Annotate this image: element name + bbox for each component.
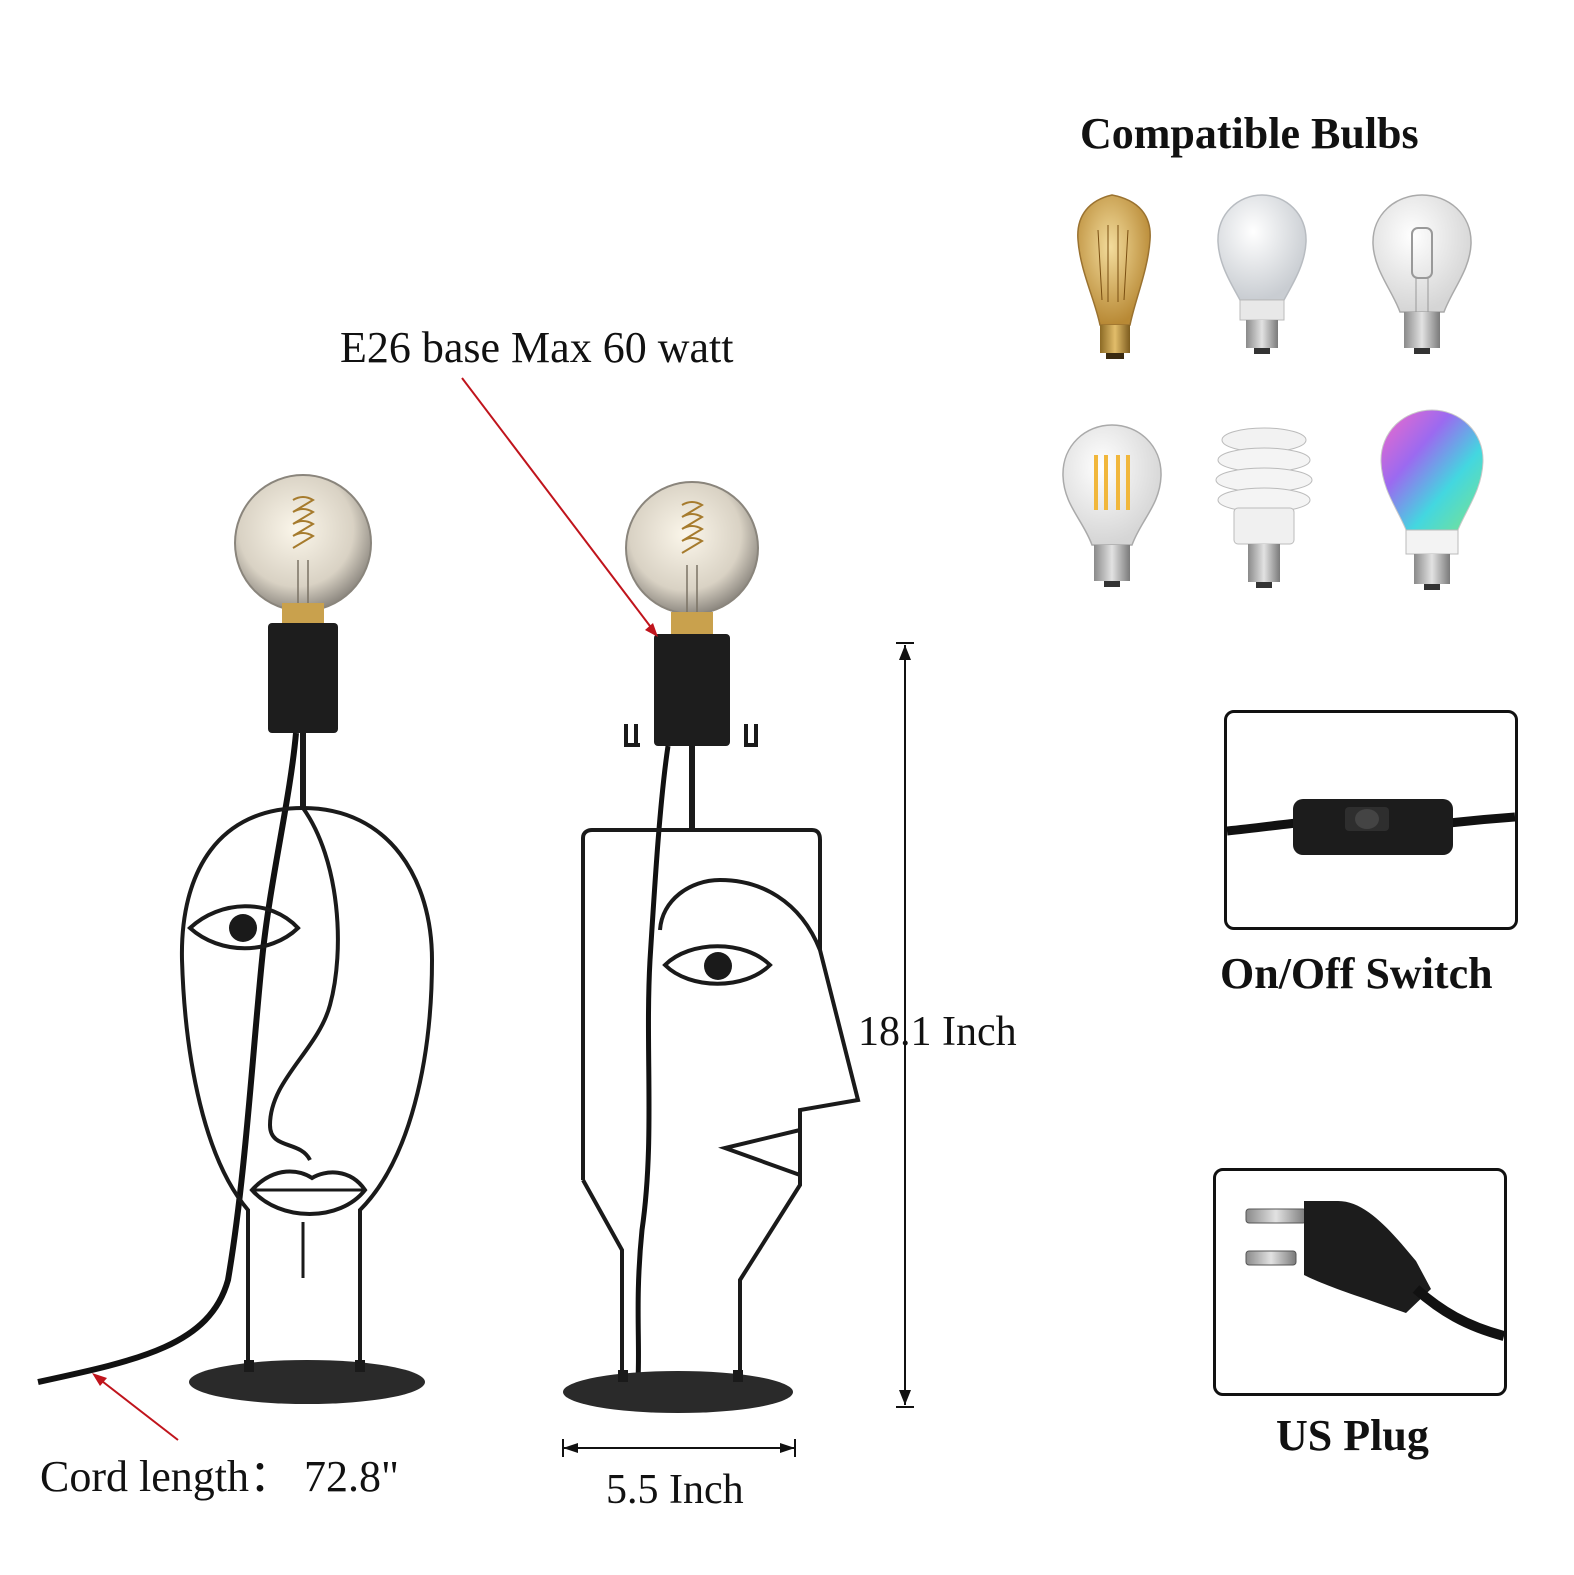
- globe-bulb-left: [234, 474, 372, 623]
- us-plug-icon: [1245, 1201, 1504, 1341]
- height-label: 18.1 Inch: [858, 1009, 1017, 1055]
- width-label: 5.5 Inch: [606, 1467, 744, 1513]
- socket-right: [654, 634, 730, 746]
- globe-bulb-right: [625, 481, 759, 636]
- compatible-bulbs-title: Compatible Bulbs: [1080, 109, 1419, 158]
- led-filament-bulb-icon: [1062, 424, 1162, 587]
- halogen-bulb-icon: [1372, 194, 1472, 354]
- height-dimension-line: [896, 642, 914, 1408]
- socket-spec-label: E26 base Max 60 watt: [340, 323, 734, 372]
- led-a19-bulb-icon: [1217, 194, 1307, 354]
- switch-image-frame: [1224, 710, 1518, 930]
- socket-pointer-arrow: [461, 377, 658, 637]
- rgb-smart-bulb-icon: [1380, 409, 1484, 590]
- edison-st64-bulb-icon: [1077, 194, 1151, 359]
- cord-length-label: Cord length： 72.8": [40, 1452, 399, 1501]
- cfl-spiral-bulb-icon: [1215, 427, 1313, 588]
- lamp-front-view: [37, 474, 435, 1404]
- base-right: [563, 1371, 793, 1413]
- switch-label: On/Off Switch: [1220, 949, 1493, 998]
- base-left: [189, 1360, 425, 1404]
- inline-switch-icon: [1227, 799, 1515, 855]
- width-dimension-line: [562, 1439, 796, 1457]
- socket-left: [268, 623, 338, 733]
- cord-pointer-arrow: [92, 1373, 179, 1441]
- plug-label: US Plug: [1276, 1411, 1429, 1460]
- lamp-side-view: [563, 481, 861, 1413]
- plug-image-frame: [1213, 1168, 1507, 1396]
